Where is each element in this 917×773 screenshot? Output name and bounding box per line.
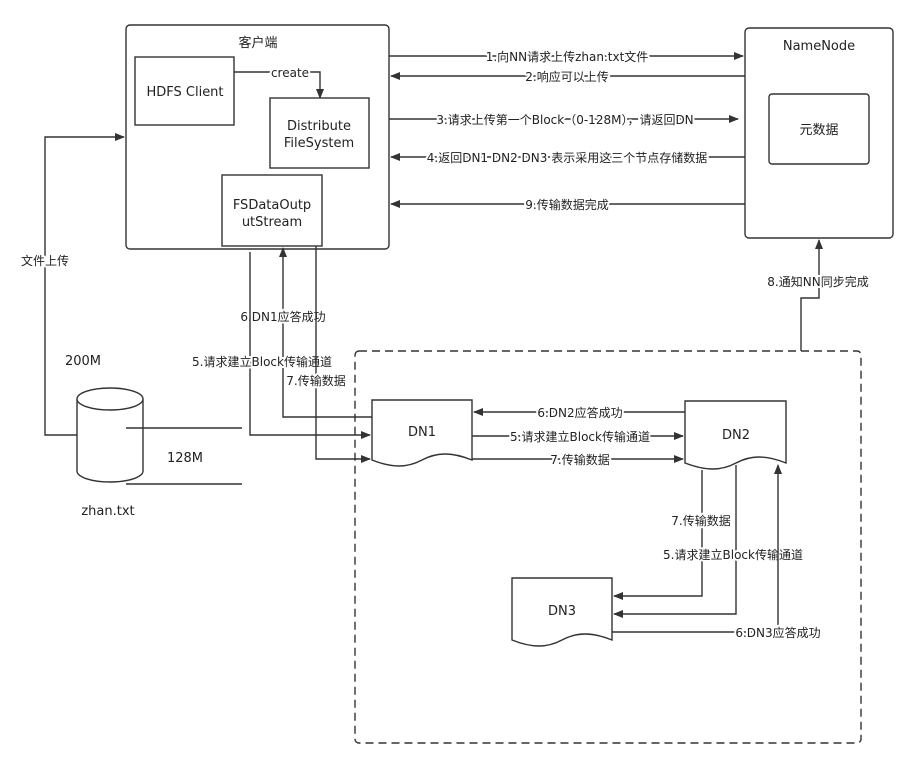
dn2-node[interactable]: [684, 400, 787, 470]
metadata-box[interactable]: [768, 93, 870, 165]
edge-dn2-dn3-data-label: 7.传输数据: [671, 513, 730, 528]
metadata-label: 元数据: [799, 123, 838, 138]
dn1-label: DN1: [408, 425, 436, 440]
file-name-label: zhan.txt: [81, 504, 134, 519]
dn1-node[interactable]: [371, 399, 473, 467]
file-cylinder[interactable]: [76, 387, 144, 483]
edge-step9-label: 9.传输数据完成: [525, 197, 608, 212]
hdfs-client-box[interactable]: [134, 56, 235, 126]
namenode-title: NameNode: [783, 39, 855, 54]
dn3-node[interactable]: [511, 577, 613, 647]
edge-create[interactable]: [234, 71, 324, 99]
edge-step8[interactable]: [800, 239, 823, 351]
edge-client-dn1-request-label: 5.请求建立Block传输通道: [192, 354, 332, 369]
edge-dn1-dn2-request-label: 5.请求建立Block传输通道: [510, 429, 650, 444]
edge-client-dn1-data-label: 7.传输数据: [286, 373, 345, 388]
distributed-filesystem-label-2: FileSystem: [284, 136, 354, 151]
edge-dn1-dn2-data-label: 7.传输数据: [550, 452, 609, 467]
distributed-filesystem-label-1: Distribute: [287, 119, 351, 134]
edge-step2-label: 2.响应可以上传: [525, 69, 608, 84]
dn3-label: DN3: [548, 604, 576, 619]
fsdataoutputstream-label-2: utStream: [242, 215, 302, 230]
fsdataoutputstream-box[interactable]: [221, 174, 323, 247]
fsdataoutputstream-label-1: FSDataOutp: [233, 198, 311, 213]
edge-step1-label: 1.向NN请求上传zhan.txt文件: [486, 49, 649, 64]
edge-step4-label: 4.返回DN1 DN2 DN3 表示采用这三个节点存储数据: [427, 150, 707, 165]
dn2-label: DN2: [722, 428, 750, 443]
client-title: 客户端: [238, 35, 277, 51]
edge-dn2-dn3-request-label: 5.请求建立Block传输通道: [663, 547, 803, 562]
edge-dn2-dn3-data[interactable]: [613, 470, 703, 600]
file-block-size: 128M: [167, 451, 203, 466]
edge-dn2-dn3-request[interactable]: [613, 465, 737, 618]
edge-step8-label: 8.通知NN同步完成: [767, 274, 868, 289]
edge-dn2-ack-label: 6.DN2应答成功: [537, 405, 622, 420]
datanode-cluster-region: [354, 350, 862, 744]
edge-dn3-ack-label: 6.DN3应答成功: [735, 625, 820, 640]
edge-step3-label: 3.请求上传第一个Block（0-128M），请返回DN: [436, 112, 693, 127]
edge-dn1-ack-label: 6.DN1应答成功: [240, 309, 325, 324]
file-size-total: 200M: [65, 354, 101, 369]
edge-file-upload[interactable]: [44, 133, 125, 436]
edge-dn3-ack[interactable]: [612, 464, 782, 633]
edge-client-dn1-request[interactable]: [249, 252, 371, 439]
hdfs-client-label: HDFS Client: [146, 85, 223, 100]
edge-file-upload-label: 文件上传: [21, 253, 69, 268]
edge-client-dn1-data[interactable]: [315, 246, 371, 463]
edge-create-label: create: [271, 66, 309, 80]
edge-dn1-ack[interactable]: [279, 247, 372, 418]
